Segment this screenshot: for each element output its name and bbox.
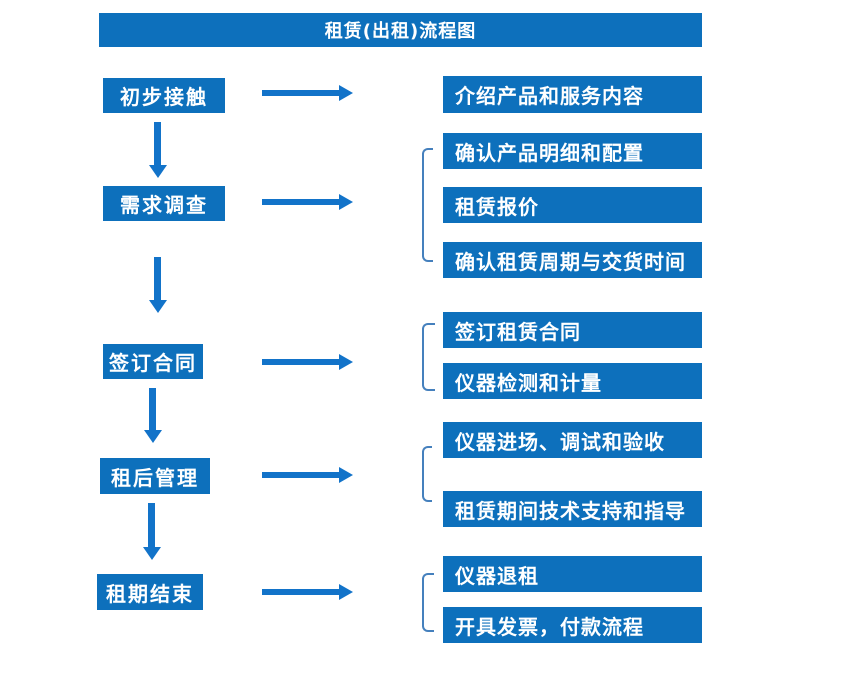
output-box-instrument-return: 仪器退租 bbox=[443, 556, 702, 592]
step-box-demand-survey: 需求调查 bbox=[103, 186, 225, 221]
step-box-initial-contact: 初步接触 bbox=[103, 78, 225, 113]
right-arrow-4 bbox=[262, 467, 353, 483]
output-box-rental-quote: 租赁报价 bbox=[443, 187, 702, 223]
down-arrow-4 bbox=[143, 503, 161, 560]
output-box-confirm-product-details: 确认产品明细和配置 bbox=[443, 133, 702, 169]
down-arrow-2 bbox=[149, 257, 167, 313]
group-bracket-post-rental bbox=[422, 446, 432, 502]
right-arrow-3 bbox=[262, 354, 353, 370]
right-arrow-5 bbox=[262, 584, 353, 600]
output-box-instrument-setup: 仪器进场、调试和验收 bbox=[443, 422, 702, 458]
output-box-introduce-products: 介绍产品和服务内容 bbox=[443, 76, 702, 113]
step-box-sign-contract: 签订合同 bbox=[103, 344, 203, 379]
output-box-technical-support: 租赁期间技术支持和指导 bbox=[443, 491, 702, 527]
right-arrow-2 bbox=[262, 194, 353, 210]
step-box-rental-end: 租期结束 bbox=[97, 574, 203, 610]
group-bracket-sign-contract bbox=[422, 323, 435, 391]
step-box-post-rental-management: 租后管理 bbox=[100, 458, 210, 494]
output-box-sign-rental-contract: 签订租赁合同 bbox=[443, 312, 702, 348]
group-bracket-demand-survey bbox=[422, 148, 433, 262]
output-box-confirm-rental-period: 确认租赁周期与交货时间 bbox=[443, 242, 702, 278]
output-box-instrument-inspection: 仪器检测和计量 bbox=[443, 363, 702, 399]
down-arrow-1 bbox=[149, 122, 167, 178]
output-box-invoice-payment: 开具发票，付款流程 bbox=[443, 607, 702, 643]
flowchart-title: 租赁(出租)流程图 bbox=[324, 21, 477, 42]
group-bracket-rental-end bbox=[422, 573, 434, 632]
flowchart-title-bar: 租赁(出租)流程图 bbox=[99, 13, 702, 47]
down-arrow-3 bbox=[144, 388, 162, 443]
right-arrow-1 bbox=[262, 85, 353, 101]
